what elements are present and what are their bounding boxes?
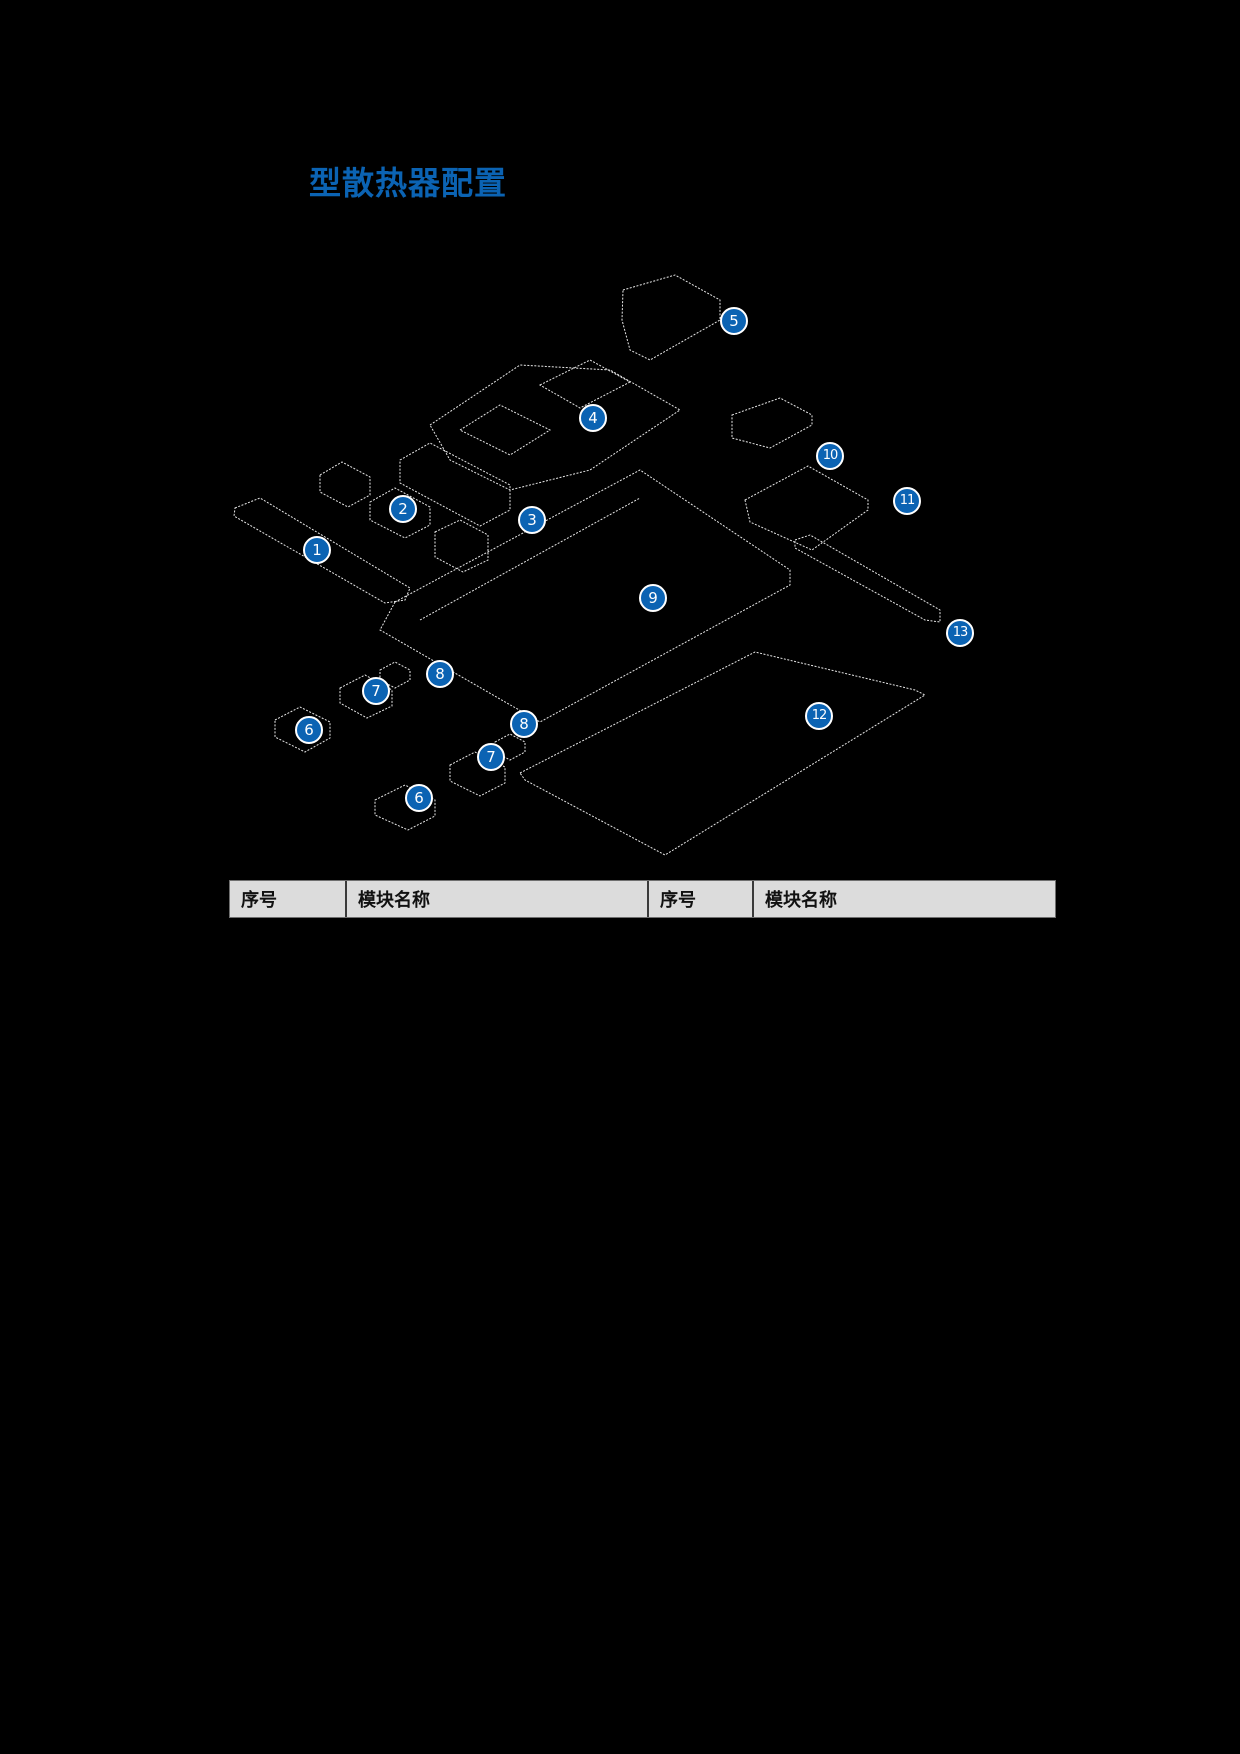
callout-5: 5 xyxy=(720,307,748,335)
callout-2: 2 xyxy=(389,495,417,523)
exploded-view-line-art xyxy=(233,274,941,856)
callout-11: 11 xyxy=(893,487,921,515)
header-module-name-1: 模块名称 xyxy=(347,881,649,917)
callout-4: 4 xyxy=(579,404,607,432)
callout-6: 6 xyxy=(295,716,323,744)
callout-6: 6 xyxy=(405,784,433,812)
callout-8: 8 xyxy=(510,710,538,738)
callout-10: 10 xyxy=(816,442,844,470)
callout-3: 3 xyxy=(518,506,546,534)
module-table-header: 序号 模块名称 序号 模块名称 xyxy=(229,880,1056,918)
callout-1: 1 xyxy=(303,536,331,564)
header-module-name-2: 模块名称 xyxy=(765,890,837,911)
callout-7: 7 xyxy=(362,677,390,705)
section-title: 型散热器配置 xyxy=(309,164,508,202)
callout-9: 9 xyxy=(639,584,667,612)
exploded-view-diagram xyxy=(220,270,1060,870)
callout-8: 8 xyxy=(426,660,454,688)
header-index-1: 序号 xyxy=(230,881,347,917)
callout-13: 13 xyxy=(946,619,974,647)
callout-7: 7 xyxy=(477,743,505,771)
callout-12: 12 xyxy=(805,702,833,730)
header-index-2: 序号 xyxy=(649,881,754,917)
